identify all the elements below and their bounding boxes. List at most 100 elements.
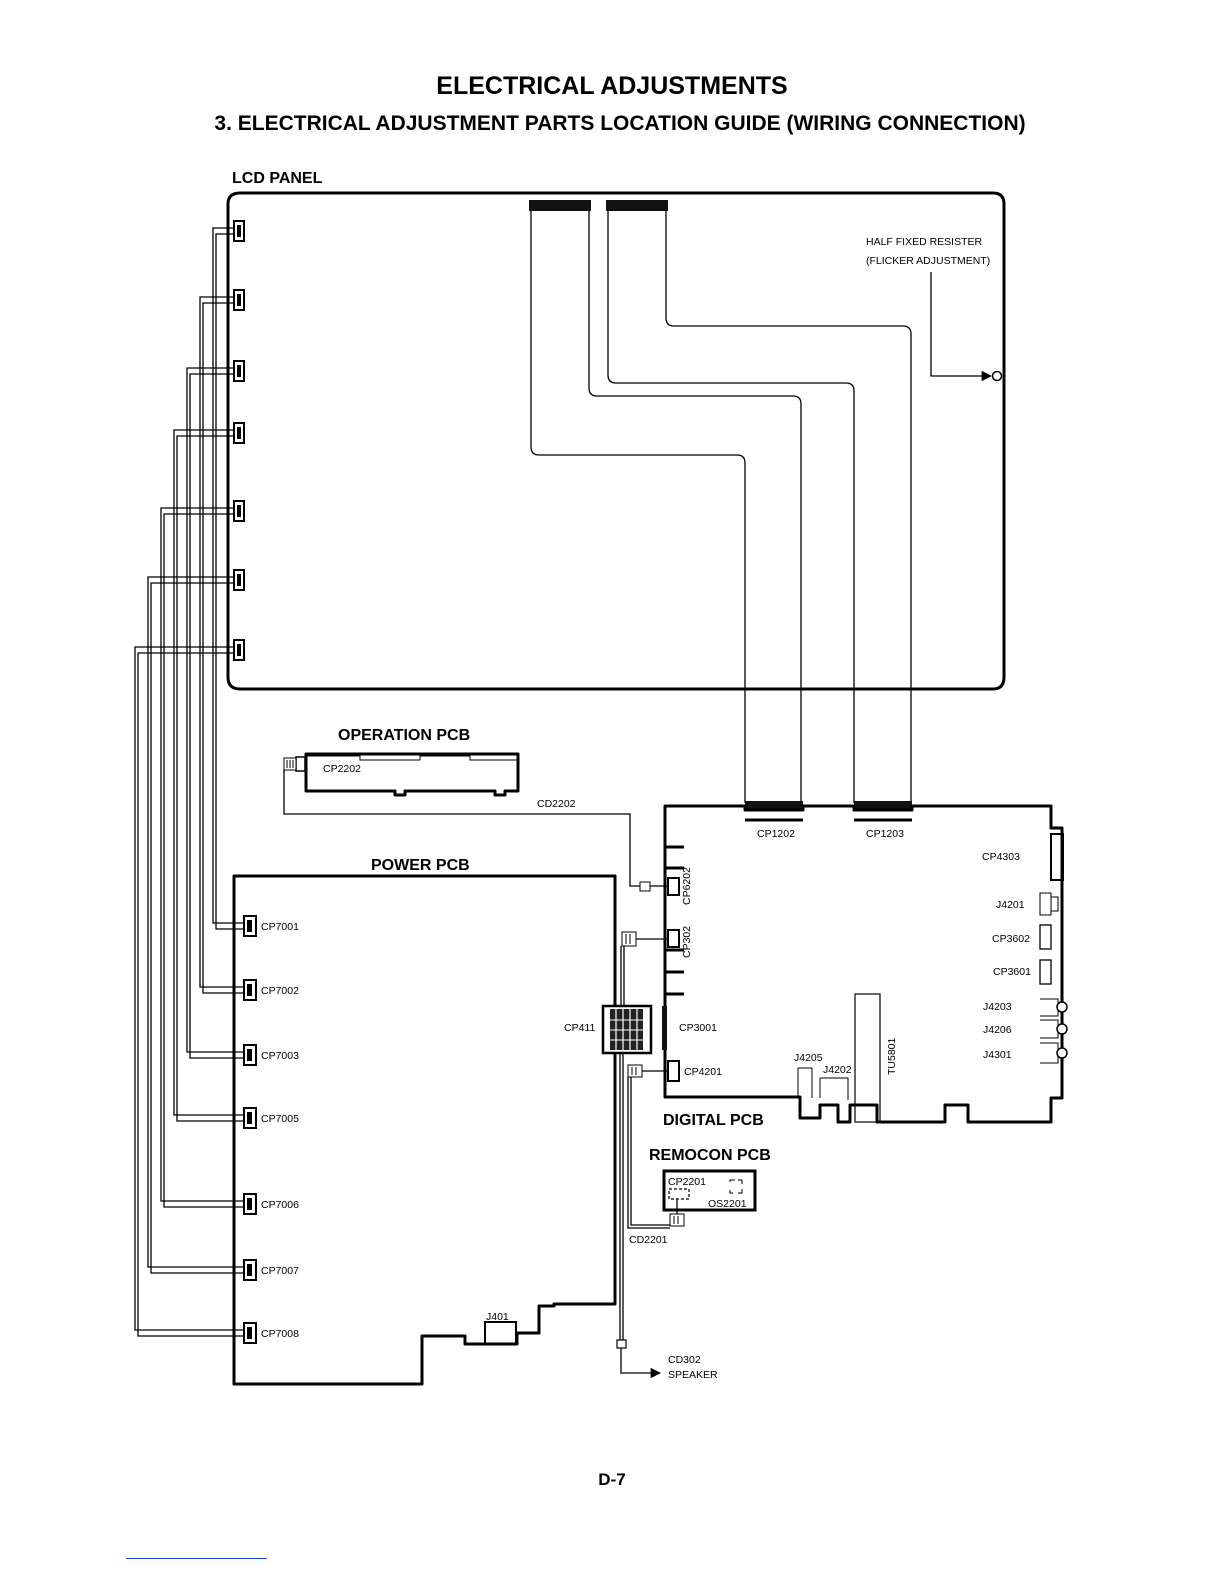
lcd-flat-cable-1	[529, 200, 803, 810]
harness-wire	[186, 367, 244, 1059]
speaker-label: SPEAKER	[668, 1369, 718, 1381]
power-pcb-label: POWER PCB	[371, 857, 470, 874]
power-connector-label: CP7006	[261, 1199, 299, 1211]
j4203-jack	[1040, 998, 1068, 1017]
section-title: 3. ELECTRICAL ADJUSTMENT PARTS LOCATION …	[214, 112, 1026, 135]
cp4201-label: CP4201	[684, 1066, 722, 1078]
resister-annotation-line2: (FLICKER ADJUSTMENT)	[866, 255, 990, 267]
j4206-jack	[1040, 1019, 1068, 1039]
power-backlight-connector	[243, 979, 257, 1001]
harness-wire	[199, 296, 244, 994]
power-backlight-connector	[243, 1259, 257, 1281]
j4201-label: J4201	[996, 899, 1025, 911]
j4202-connector	[819, 1077, 849, 1100]
power-backlight-connector	[243, 1322, 257, 1344]
remocon-pcb-label: REMOCON PCB	[649, 1147, 771, 1164]
cp2202-connector	[283, 756, 306, 772]
power-connector-label: CP7003	[261, 1050, 299, 1062]
cp411-label: CP411	[564, 1022, 595, 1034]
power-connector-label: CP7002	[261, 985, 299, 997]
lcd-panel-board	[226, 191, 1006, 691]
panel-backlight-connector	[233, 220, 245, 242]
cd302-label: CD302	[668, 1354, 701, 1366]
cd2201-label: CD2201	[629, 1234, 668, 1246]
panel-backlight-connector	[233, 639, 245, 661]
harness-wire	[147, 576, 244, 1274]
os2201-sensor	[729, 1179, 743, 1194]
harness-wire	[212, 227, 244, 930]
power-pcb-connectors: CP7001CP7002CP7003CP7005CP7006CP7007CP70…	[243, 915, 299, 1344]
speaker-arrow	[620, 1348, 662, 1379]
page-number: D-7	[598, 1470, 626, 1489]
operation-pcb-label: OPERATION PCB	[338, 727, 470, 744]
panel-backlight-connector	[233, 500, 245, 522]
power-connector-label: CP7008	[261, 1328, 299, 1340]
j4301-jack	[1040, 1042, 1068, 1064]
tu5801-label: TU5801	[886, 1037, 898, 1075]
j4203-label: J4203	[983, 1001, 1012, 1013]
lcd-panel-label: LCD PANEL	[232, 170, 323, 187]
harness-wire	[173, 429, 244, 1122]
cp1203-label: CP1203	[866, 828, 904, 840]
panel-backlight-connector	[233, 360, 245, 382]
j4205-connector	[797, 1067, 813, 1098]
j4301-label: J4301	[983, 1049, 1012, 1061]
backlight-harness	[134, 227, 244, 1337]
lcd-flat-cable-2	[606, 200, 912, 810]
power-connector-label: CP7007	[261, 1265, 299, 1277]
cp2202-label: CP2202	[323, 763, 361, 775]
harness-wire	[134, 646, 244, 1337]
panel-backlight-connector	[233, 289, 245, 311]
cp4201-connector	[627, 1060, 680, 1229]
cp4303-label: CP4303	[982, 851, 1020, 863]
power-connector-label: CP7001	[261, 921, 299, 933]
power-backlight-connector	[243, 915, 257, 937]
harness-wire	[160, 507, 244, 1208]
cp302-label: CP302	[681, 926, 693, 958]
footer-link-underline	[126, 1558, 267, 1559]
remocon-pcb-board	[662, 1169, 757, 1212]
cp3001-label: CP3001	[679, 1022, 717, 1034]
power-backlight-connector	[243, 1044, 257, 1066]
cp6202-label: CP6202	[681, 867, 693, 905]
page-title: ELECTRICAL ADJUSTMENTS	[436, 72, 788, 100]
cd2202-label: CD2202	[537, 798, 576, 810]
cp3602-connector	[1039, 924, 1052, 950]
operation-pcb-edge	[306, 755, 518, 761]
j4202-label: J4202	[823, 1064, 852, 1076]
resister-pointer-arrow	[930, 272, 993, 382]
digital-pcb-board	[663, 804, 1064, 1124]
panel-backlight-connector	[233, 422, 245, 444]
cp302-connector	[620, 929, 680, 1006]
tu5801-tuner	[854, 993, 881, 1123]
cp4303-connector	[1050, 833, 1064, 881]
operation-pcb-board	[304, 752, 520, 797]
os2201-label: OS2201	[708, 1198, 747, 1210]
power-backlight-connector	[243, 1193, 257, 1215]
j4205-label: J4205	[794, 1052, 823, 1064]
half-fixed-resister	[991, 370, 1003, 382]
j4206-label: J4206	[983, 1024, 1012, 1036]
cp2201-connector	[668, 1188, 690, 1200]
cp2201-label: CP2201	[668, 1176, 706, 1188]
j401-label: J401	[486, 1311, 509, 1323]
digital-pcb-label: DIGITAL PCB	[663, 1112, 764, 1129]
digital-pcb-edge-notches	[665, 845, 684, 996]
panel-backlight-connectors	[233, 220, 245, 661]
power-backlight-connector	[243, 1107, 257, 1129]
cd2202-cable	[283, 770, 640, 887]
power-connector-label: CP7005	[261, 1113, 299, 1125]
j4201-jack	[1039, 892, 1059, 916]
cd302-cable	[619, 1053, 624, 1342]
cp411-connector	[601, 1004, 653, 1055]
cd2201-plug	[669, 1199, 685, 1227]
resister-annotation-line1: HALF FIXED RESISTER	[866, 236, 983, 248]
j401-connector	[484, 1321, 517, 1345]
cd302-plug	[616, 1339, 627, 1349]
cp3601-connector	[1039, 959, 1052, 985]
cp3001-connector	[662, 1006, 667, 1050]
cp3602-label: CP3602	[992, 933, 1030, 945]
cp1202-label: CP1202	[757, 828, 795, 840]
power-pcb-board	[232, 874, 617, 1386]
